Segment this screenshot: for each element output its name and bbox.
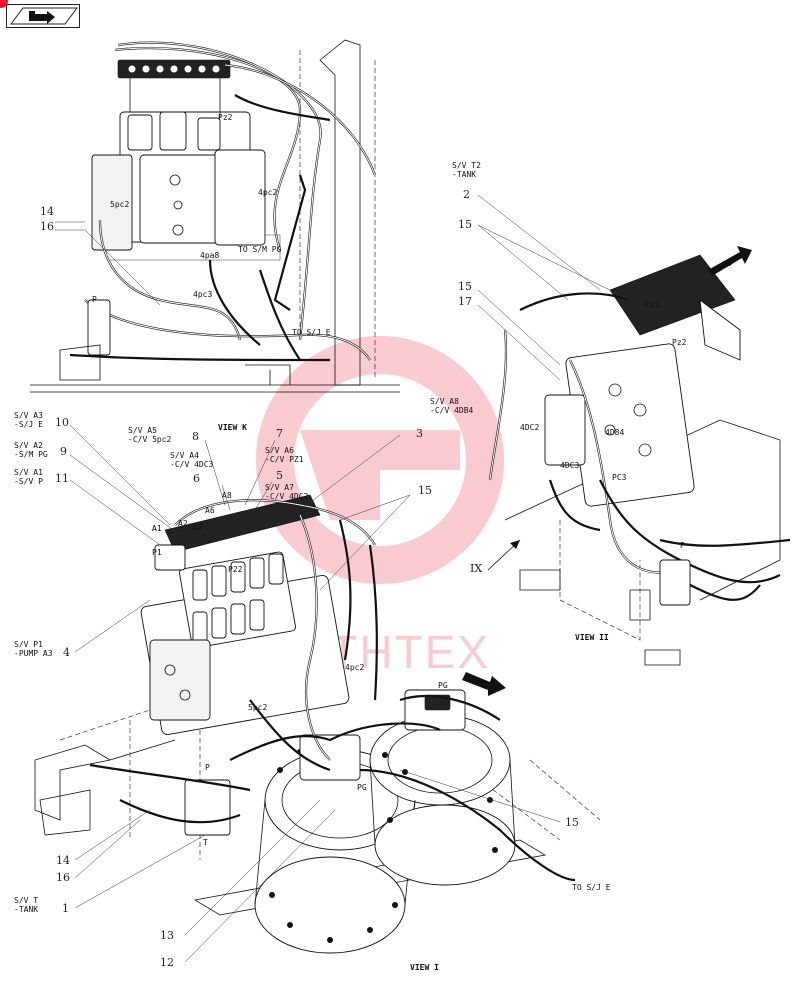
label-4pc2-c: 4pc2 [345, 663, 364, 672]
label-p-b: P [680, 541, 685, 550]
label-pg-a: PG [438, 681, 448, 690]
label-4dc2: 4DC2 [520, 423, 539, 432]
callout-15b: 15 [458, 280, 472, 293]
callout-4: 4 [63, 646, 70, 659]
view-i-label: VIEW I [410, 963, 439, 972]
callout-15a: 15 [458, 218, 472, 231]
callout-6: 6 [193, 472, 200, 485]
callout-16b: 16 [56, 871, 70, 884]
label-sv-a3-b: -S/J E [14, 420, 43, 429]
callout-7: 7 [276, 427, 283, 440]
label-pz2-a: Pz2 [218, 113, 233, 122]
callout-14b: 14 [56, 854, 70, 867]
callout-14a: 14 [40, 205, 54, 218]
label-p1: P1 [152, 548, 162, 557]
label-pc3: PC3 [612, 473, 627, 482]
label-sv-a4-a: S/V A4 [170, 451, 199, 460]
callout-15d: 15 [565, 816, 579, 829]
label-sv-a1-a: S/V A1 [14, 468, 43, 477]
label-pz2-c: Pz2 [672, 338, 687, 347]
callout-1: 1 [62, 902, 69, 915]
callout-17: 17 [458, 295, 472, 308]
view-k-label: VIEW K [218, 423, 247, 432]
view-ii-assembly [477, 194, 791, 666]
label-sv-p1-a: S/V P1 [14, 640, 43, 649]
label-5pc2-a: 5pc2 [110, 200, 129, 209]
label-sv-a2-b: -S/M PG [14, 450, 48, 459]
label-sv-a6-b: -C/V PZ1 [265, 455, 304, 464]
label-sv-a7-b: -C/V 4DC2 [265, 492, 309, 501]
label-sv-a2-a: S/V A2 [14, 441, 43, 450]
label-4pc2-a: 4pc2 [258, 188, 277, 197]
callout-9: 9 [60, 445, 67, 458]
callout-16a: 16 [40, 220, 54, 233]
callout-11: 11 [55, 472, 69, 485]
callout-8: 8 [192, 430, 199, 443]
label-to-sj-e-low: TO S/J E [572, 883, 611, 892]
label-pg-b: PG [357, 783, 367, 792]
label-sv-a7-a: S/V A7 [265, 483, 294, 492]
label-a2: A2 [178, 519, 188, 528]
label-a6: A6 [205, 506, 215, 515]
label-sv-a6-a: S/V A6 [265, 446, 294, 455]
callout-10: 10 [55, 416, 69, 429]
arrow-ix-label: IX [470, 562, 482, 575]
view-k-assembly [30, 39, 400, 393]
label-4dc3: 4DC3 [560, 461, 579, 470]
label-sv-a5-b: -C/V 5pc2 [128, 435, 172, 444]
label-to-sm-pg: TO S/M PG [238, 245, 282, 254]
callout-12: 12 [160, 956, 174, 969]
label-sv-a3-a: S/V A3 [14, 411, 43, 420]
book-arrow-icon [10, 7, 78, 25]
label-sv-a8-b: -C/V 4DB4 [430, 406, 474, 415]
label-to-sj-e-top: TO S/J E [292, 328, 331, 337]
label-pz2-d: P22 [228, 565, 243, 574]
label-sv-a5-a: S/V A5 [128, 426, 157, 435]
label-sv-a8-a: S/V A8 [430, 397, 459, 406]
label-4d84: 4D84 [605, 428, 624, 437]
label-p-c: P [205, 763, 210, 772]
view-ii-label: VIEW II [575, 633, 609, 642]
label-t-a: T [203, 838, 208, 847]
label-sv-t-b: -TANK [14, 905, 38, 914]
nav-back-button[interactable] [6, 4, 80, 28]
label-pz2-b: Pz2 [645, 300, 660, 309]
label-sv-t-a: S/V T [14, 896, 38, 905]
label-p-a: P [92, 295, 97, 304]
label-a8: A8 [222, 491, 232, 500]
label-sv-a4-b: -C/V 4DC3 [170, 460, 214, 469]
label-4pc3-a: 4pc3 [193, 290, 212, 299]
callout-15c: 15 [418, 484, 432, 497]
label-sv-p1-b: -PUMP A3 [14, 649, 53, 658]
label-sv-t2-a: S/V T2 [452, 161, 481, 170]
callout-5: 5 [276, 469, 283, 482]
label-sv-t2-b: -TANK [452, 170, 476, 179]
view-i-assembly [34, 424, 601, 963]
corner-marker [0, 0, 8, 8]
label-4pa8: 4pa8 [200, 251, 219, 260]
label-5pc2-b: 5pc2 [248, 703, 267, 712]
callout-2: 2 [463, 188, 470, 201]
label-a3: A3 [192, 523, 202, 532]
callout-3: 3 [416, 427, 423, 440]
label-a1: A1 [152, 524, 162, 533]
label-sv-a1-b: -S/V P [14, 477, 43, 486]
callout-13: 13 [160, 929, 174, 942]
